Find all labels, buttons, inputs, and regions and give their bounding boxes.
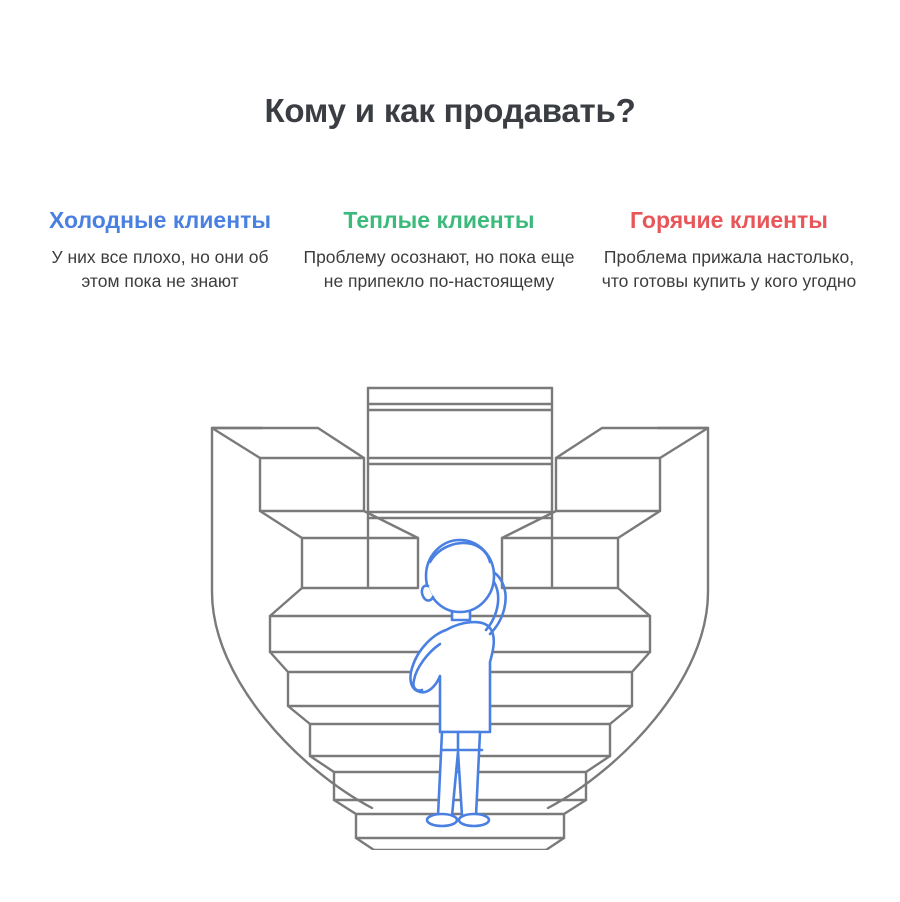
client-types-columns: Холодные клиенты У них все плохо, но они… bbox=[0, 206, 900, 294]
right-wing-step2-front-face bbox=[500, 536, 620, 590]
person-figure bbox=[409, 538, 507, 828]
left-wing-step1-top-face bbox=[210, 426, 366, 460]
person-shoe-left bbox=[425, 812, 459, 828]
column-hot-clients: Горячие клиенты Проблема прижала настоль… bbox=[584, 206, 874, 294]
left-wing-step1-front-face bbox=[258, 456, 366, 513]
sales-funnel-illustration bbox=[150, 380, 770, 850]
column-body-hot: Проблема прижала настолько, что готовы к… bbox=[601, 246, 857, 291]
column-body-cold: У них все плохо, но они об этом пока не … bbox=[51, 246, 269, 291]
person-shoe-right bbox=[457, 812, 491, 828]
funnel-ring6-top bbox=[354, 836, 566, 850]
person-ear bbox=[420, 584, 435, 602]
column-heading-cold: Холодные клиенты bbox=[48, 207, 271, 233]
funnel-ring5-front bbox=[354, 812, 566, 840]
funnel-ring5-top bbox=[332, 798, 588, 816]
funnel-svg bbox=[210, 386, 710, 850]
column-heading-warm: Теплые клиенты bbox=[343, 207, 535, 233]
column-warm-clients: Теплые клиенты Проблему осознают, но пок… bbox=[294, 206, 584, 294]
funnel-outer-wall-right bbox=[546, 426, 710, 810]
page-title: Кому и как продавать? bbox=[264, 92, 636, 129]
person-hairline bbox=[428, 541, 492, 564]
right-wing-step1-front-face bbox=[554, 456, 662, 513]
column-heading-hot: Горячие клиенты bbox=[630, 207, 828, 233]
right-wing-step2-top-face bbox=[500, 509, 662, 540]
person-hip-arm bbox=[412, 642, 442, 692]
left-wing-step2-top-face bbox=[258, 509, 420, 540]
column-cold-clients: Холодные клиенты У них все плохо, но они… bbox=[26, 206, 294, 294]
person-torso bbox=[409, 620, 496, 734]
funnel-outer-wall-left bbox=[210, 426, 374, 810]
left-wing-step2-front-face bbox=[300, 536, 420, 590]
column-body-warm: Проблему осознают, но пока еще не припек… bbox=[303, 246, 575, 291]
right-wing-step1-top-face bbox=[554, 426, 710, 460]
person-head bbox=[424, 538, 496, 614]
